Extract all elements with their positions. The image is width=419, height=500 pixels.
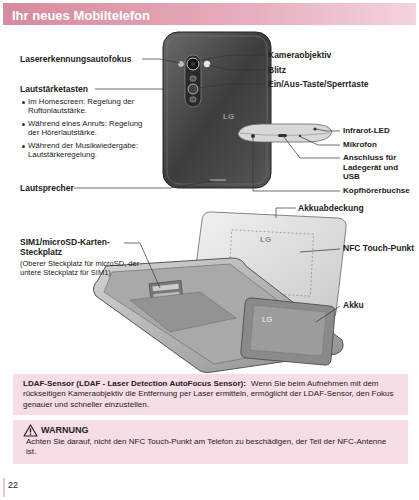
phone-back: [163, 32, 271, 188]
part-label: Lautsprecher: [20, 183, 74, 193]
part-label: SIM1/microSD-Karten-Steckplatz: [20, 237, 138, 257]
bullet-note: Während der Musikwiedergabe: Lautstärker…: [28, 141, 146, 160]
phone-body: [93, 258, 343, 373]
volume-down: [190, 97, 196, 102]
page-margin-rule: [4, 478, 5, 497]
part-label: Kopfhörerbuchse: [343, 186, 410, 196]
inner-board: [130, 292, 236, 332]
part-label: Blitz: [268, 65, 286, 75]
volume-up: [190, 76, 196, 81]
warning-heading: WARNUNG: [41, 425, 89, 437]
part-label: Mikrofon: [343, 140, 377, 150]
part-label: Akkuabdeckung: [298, 203, 364, 213]
bullet-dot: [22, 101, 25, 104]
title-band: Ihr neues Mobiltelefon: [3, 3, 416, 25]
warning-box: WARNUNGAchten Sie darauf, nicht den NFC …: [13, 420, 408, 464]
camera-module: [185, 55, 201, 107]
info-heading: LDAF-Sensor (LDAF - Laser Detection Auto…: [23, 379, 246, 388]
battery-label: [250, 305, 326, 356]
warning-text: Achten Sie darauf, nicht den NFC Touch-P…: [26, 437, 398, 458]
part-label: Akku: [343, 300, 364, 310]
part-label: Kameraobjektiv: [268, 50, 331, 60]
bullet-note: Im Homescreen: Regelung der Ruftonlautst…: [28, 97, 146, 116]
usb-port: [278, 134, 287, 137]
bullet-note: Während eines Anrufs: Regelung der Hörer…: [28, 119, 146, 138]
brand-logo: LG: [223, 112, 234, 122]
part-label: Lasererkennungsautofokus: [20, 54, 131, 64]
page-title: Ihr neues Mobiltelefon: [12, 8, 150, 23]
page-number: 22: [8, 480, 18, 491]
info-paragraph: LDAF-Sensor (LDAF - Laser Detection Auto…: [23, 379, 398, 410]
phone-top-edge: [238, 124, 332, 142]
flash: [204, 61, 210, 67]
camera-glass: [191, 62, 196, 67]
part-note: (Oberer Steckplatz für microSD, der unte…: [20, 259, 148, 277]
warning-heading-row: WARNUNG: [23, 424, 398, 437]
leader-lines: [74, 55, 340, 322]
power-key: [188, 84, 198, 94]
part-label: Anschluss für Ladegerät und USB: [343, 153, 417, 182]
part-label: Lautstärketasten: [20, 84, 88, 94]
bullet-dot: [22, 145, 25, 148]
battery: [241, 298, 335, 365]
phone-edge: [167, 36, 267, 184]
brand-logo: LG: [262, 315, 272, 324]
microphone-hole: [299, 135, 301, 137]
info-box: LDAF-Sensor (LDAF - Laser Detection Auto…: [13, 374, 408, 415]
part-label: Ein/Aus-Taste/Sperrtaste: [268, 79, 368, 89]
part-label: NFC Touch-Punkt: [343, 243, 414, 253]
laser-sensor: [179, 62, 184, 67]
headphone-jack: [251, 134, 255, 138]
part-label: Infrarot-LED: [343, 126, 390, 136]
speaker-grille: [210, 179, 226, 181]
brand-logo: LG: [260, 235, 271, 245]
camera-lens: [187, 58, 199, 70]
microsd-slot: [152, 284, 178, 292]
warning-icon: [23, 424, 38, 437]
bullet-dot: [22, 123, 25, 126]
body-frame: [104, 264, 332, 364]
